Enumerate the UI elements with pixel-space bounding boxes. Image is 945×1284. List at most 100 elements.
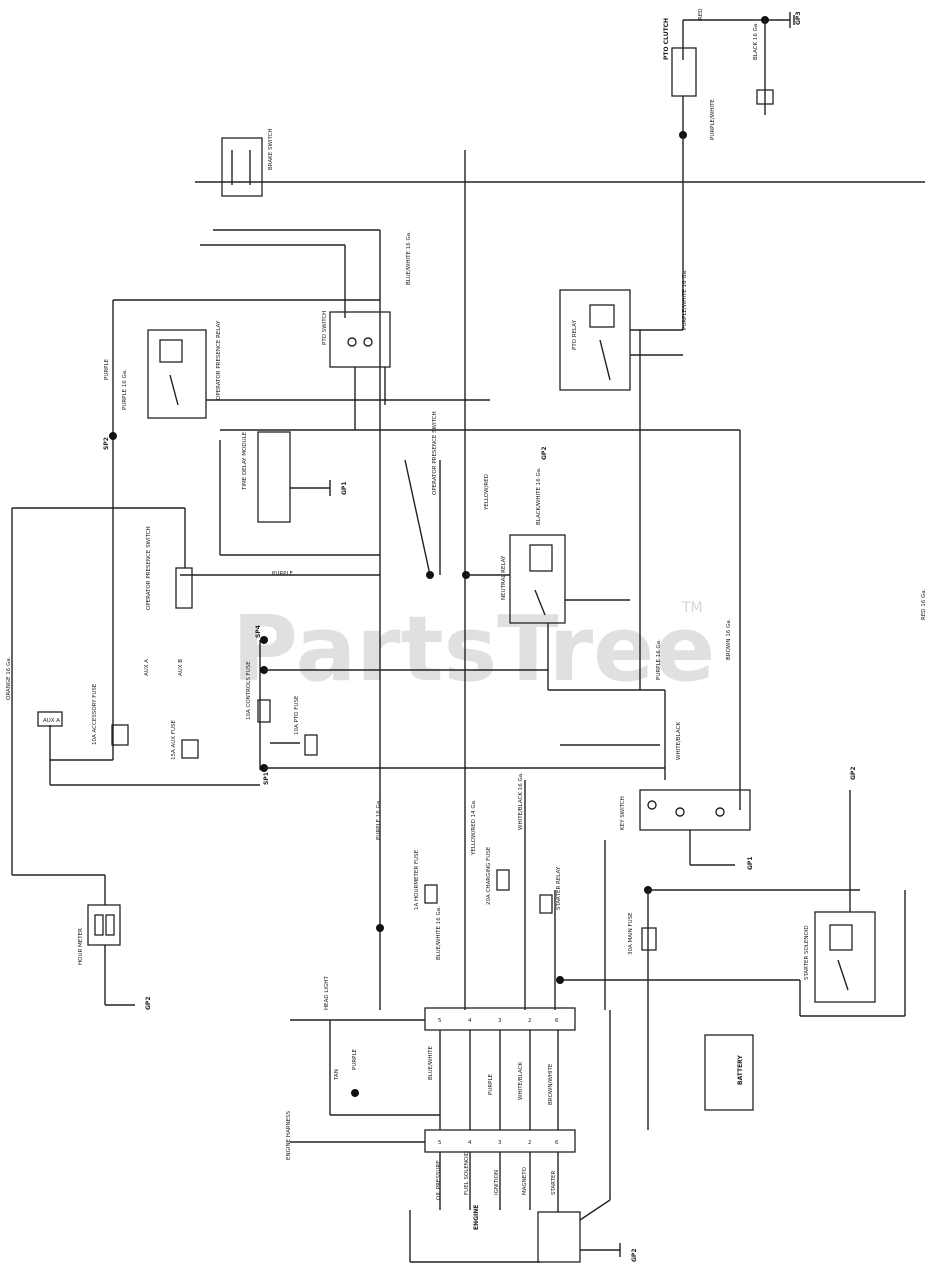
aux-a-label: AUX A [144, 659, 150, 676]
starter-solenoid-label: STARTER SOLENOID [804, 925, 810, 980]
battery-label: BATTERY [737, 1055, 744, 1085]
fuse-block: 10A CONTROLS FUSE 10A PTO FUSE 10A ACCES… [92, 625, 318, 785]
fuel-solenoid-label: FUEL SOLENOID [464, 1151, 470, 1195]
main-fuse: 30A MAIN FUSE [628, 886, 860, 1130]
charging-fuse [496, 869, 510, 891]
wire-label-red-top: RED [698, 8, 704, 20]
key-switch: KEY SWITCH GP1 [560, 744, 754, 871]
ignition-label: IGNITION [494, 1170, 500, 1195]
wire-label-orange: ORANGE 16 Ga. [6, 656, 12, 700]
ground-gp2-a: GP2 [541, 447, 548, 461]
ground-gp2-b: GP2 [145, 997, 152, 1011]
wire-label-white-black-3: WHITE/BLACK [518, 1062, 524, 1100]
magneto-label: MAGNETO [522, 1166, 528, 1195]
time-delay-label: TIME DELAY MODULE [242, 431, 248, 491]
watermark-text: PartsTree [232, 597, 715, 702]
hour-meter-fuse [424, 884, 438, 904]
wire-label-purple-4: PURPLE 16 Ga. [656, 639, 662, 680]
engine: ENGINE OIL PRESSURE FUEL SOLENOID IGNITI… [409, 1010, 638, 1263]
ground-gp2-d: GP2 [631, 1249, 638, 1263]
ground-gp1-b: GP1 [747, 857, 754, 871]
pto-switch: PTO SWITCH BLUE/WHITE 16 Ga. [322, 231, 412, 430]
ground-gp3-label: GP3 [795, 12, 802, 26]
operator-presence-switch: OPERATOR PRESENCE SWITCH PURPLE [146, 526, 380, 610]
wire-label-purple-7: PURPLE [488, 1073, 494, 1095]
wire-label-purple-3: PURPLE [272, 571, 294, 577]
wire-label-black-top: BLACK 16 Ga. [753, 22, 759, 60]
splice-sp4: SP4 [255, 625, 262, 638]
wire-label-white-black-2: WHITE/BLACK 16 Ga. [518, 772, 524, 830]
wire-label-purple-2: PURPLE 16 Ga. [122, 369, 128, 410]
accessory-fuse-label: 10A ACCESSORY FUSE [92, 683, 98, 745]
op-switch-label: OPERATOR PRESENCE SWITCH [146, 526, 152, 610]
main-fuse-label: 30A MAIN FUSE [628, 912, 634, 955]
operator-presence-relay: OPERATOR PRESENCE RELAY [147, 320, 222, 419]
wire-label-purple-1: PURPLE [104, 358, 110, 380]
brake-switch-label: BRAKE SWITCH [268, 128, 274, 170]
wire-label-yellow-red-2: YELLOW/RED 14 Ga. [471, 799, 477, 856]
pin-4-upper: 4 [468, 1018, 472, 1024]
engine-harness-label: ENGINE HARNESS [286, 1110, 292, 1160]
key-switch-label: KEY SWITCH [620, 796, 626, 830]
aux-label: AUX A [43, 718, 60, 724]
splice-sp2: SP2 [103, 437, 110, 450]
wire-label-red-right: RED 16 Ga. [921, 588, 927, 620]
op-relay-label: OPERATOR PRESENCE RELAY [216, 320, 222, 400]
pin-1-lower: 6 [555, 1140, 559, 1146]
hour-meter-fuse-label: 1A HOURMETER FUSE [414, 849, 420, 910]
starter-label: STARTER [551, 1171, 557, 1195]
wire-label-blue-white-1: BLUE/WHITE 16 Ga. [406, 231, 412, 285]
wire-label-purple-white-top: PURPLE/WHITE [710, 99, 716, 140]
wire-label-purple-5: PURPLE 16 Ga. [376, 799, 382, 840]
hour-meter: HOUR METER GP2 [78, 904, 152, 1011]
wire-label-blue-white-2: BLUE/WHITE 16 Ga. [436, 906, 442, 960]
pto-switch-label: PTO SWITCH [322, 311, 328, 345]
wire-label-black-white: BLACK/WHITE 16 Ga. [536, 467, 542, 525]
pin-4-lower: 4 [468, 1140, 472, 1146]
brake-switch: BRAKE SWITCH [221, 128, 274, 197]
time-delay-module: TIME DELAY MODULE GP1 [219, 431, 380, 556]
ground-gp2-c: GP2 [850, 767, 857, 781]
wire-label-tan: TAN [334, 1069, 340, 1081]
neutral-relay: NEUTRAL RELAY BLACK/WHITE 16 Ga. [501, 467, 630, 624]
op-sensor-label: OPERATOR PRESENCE SWITCH [432, 411, 438, 495]
ptr-clutch-label: PTO CLUTCH [663, 18, 670, 60]
wire-label-purple-6: PURPLE [352, 1048, 358, 1070]
controls-fuse-label: 10A CONTROLS FUSE [246, 661, 252, 720]
wire-label-purple-white-2: PURPLE/WHITE 16 Ga. [682, 269, 688, 330]
pto-fuse-label: 10A PTO FUSE [294, 695, 300, 735]
pto-relay-label: PTO RELAY [572, 319, 578, 350]
splice-sp1: SP1 [263, 772, 270, 785]
pin-5-lower: 5 [438, 1140, 442, 1146]
starter-relay: STARTER RELAY [539, 866, 562, 914]
operator-presence-sensor: OPERATOR PRESENCE SWITCH GP2 YELLOW/RED [404, 411, 548, 579]
engine-harness-connector-upper: 5 4 3 2 6 [424, 1007, 576, 1031]
starter-solenoid: STARTER SOLENOID GP2 [799, 767, 906, 1017]
pin-2-upper: 2 [528, 1018, 532, 1024]
wire-label-yellow-red: YELLOW/RED [484, 474, 490, 511]
ground-gp1-a: GP1 [341, 482, 348, 496]
pto-relay: PTO RELAY PURPLE/WHITE 16 Ga. [559, 269, 688, 391]
hour-meter-label: HOUR METER [78, 928, 84, 965]
headlight-label: HEAD LIGHT [324, 976, 330, 1010]
watermark-tm: TM [681, 600, 703, 616]
engine-harness-connector-lower: 5 4 3 2 6 [424, 1129, 576, 1153]
pin-3-lower: 3 [498, 1140, 502, 1146]
pto-clutch: PTO CLUTCH PURPLE/WHITE BLACK 16 Ga. RED… [663, 8, 802, 140]
charging-fuse-label: 20A CHARGING FUSE [486, 846, 492, 905]
wire-label-white-black: WHITE/BLACK [676, 722, 682, 760]
pin-1-upper: 6 [555, 1018, 559, 1024]
neutral-relay-label: NEUTRAL RELAY [501, 555, 507, 600]
wire-label-brown: BROWN 16 Ga. [726, 618, 732, 660]
pin-5-upper: 5 [438, 1018, 442, 1024]
oil-pressure-label: OIL PRESSURE [436, 1160, 442, 1200]
starter-relay-label: STARTER RELAY [556, 866, 562, 910]
engine-label: ENGINE [473, 1205, 480, 1230]
pin-3-upper: 3 [498, 1018, 502, 1024]
wire-label-blue-white-3: BLUE/WHITE [428, 1046, 434, 1080]
aux-b-label: AUX B [178, 659, 184, 676]
pin-2-lower: 2 [528, 1140, 532, 1146]
battery: BATTERY [704, 1034, 754, 1111]
